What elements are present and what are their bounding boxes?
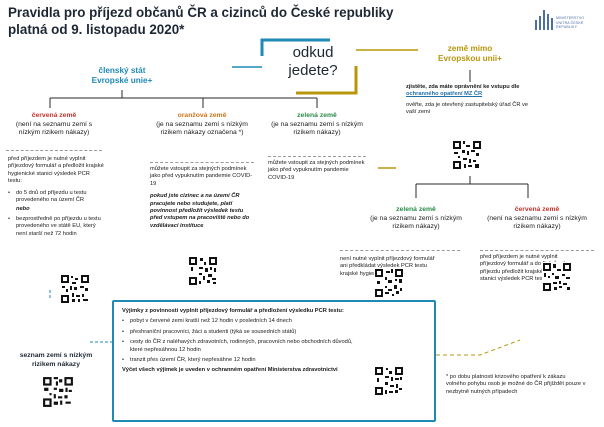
eu-red-divider bbox=[6, 150, 102, 151]
non-eu-green-section: zelená země (je na seznamu zemí s nízkým… bbox=[362, 206, 470, 232]
exception-item: tranzit přes území ČR, který nepřesáhne … bbox=[122, 357, 428, 365]
non-eu-green-divider bbox=[340, 250, 460, 251]
non-eu-green-category: zelená země (je na seznamu zemí s nízkým… bbox=[362, 206, 470, 232]
non-eu-red-qr-code-icon[interactable] bbox=[542, 262, 572, 292]
exception-item: přeshraniční pracovníci, žáci a studenti… bbox=[122, 329, 428, 337]
ministry-logo: MINISTERSTVO VNITRA ČESKÉ REPUBLIKY bbox=[534, 6, 598, 36]
origin-question: odkud jedete? bbox=[268, 44, 358, 88]
low-risk-list-line-2: rizikem nákazy bbox=[32, 360, 80, 368]
low-risk-list-line-1: seznam zemí s nízkým bbox=[19, 352, 93, 359]
non-eu-header-line-2: Evropskou unii+ bbox=[438, 54, 502, 63]
non-eu-red-title: červená země bbox=[514, 206, 560, 213]
eu-red-or: nebo bbox=[16, 206, 30, 213]
page-title: Pravidla pro příjezd občanů ČR a cizinců… bbox=[8, 4, 438, 38]
eu-red-category: červená země (není na seznamu zemí s níz… bbox=[6, 112, 102, 138]
title-line-1: Pravidla pro příjezd občanů ČR a cizinců… bbox=[8, 5, 394, 20]
non-eu-green-subtitle: (je na seznamu zemí s nízkým rizikem nák… bbox=[370, 214, 462, 231]
non-eu-green-qr-code-icon[interactable] bbox=[374, 268, 404, 298]
non-eu-red-subtitle: (není na seznamu zemí s nízkým rizikem n… bbox=[487, 214, 587, 231]
non-eu-red-rules: před příjezdem je nutné vyplnit příjezdo… bbox=[480, 254, 582, 284]
non-eu-qr-code-icon[interactable] bbox=[452, 140, 482, 170]
eu-green-subtitle: (je na seznamu zemí s nízkým rizikem nák… bbox=[271, 120, 363, 137]
protective-measure-link[interactable]: ochranného opatření MZ ČR bbox=[406, 91, 483, 98]
eu-red-options-2: bezprostředně po příjezdu u testu proved… bbox=[8, 216, 104, 238]
eu-red-intro: před příjezdem je nutné vyplnit příjezdo… bbox=[8, 156, 104, 185]
eu-green-rules: můžete vstoupit za stejných podmínek jak… bbox=[268, 160, 366, 182]
eu-red-subtitle: (není na seznamu zemí s nízkým rizikem n… bbox=[15, 120, 93, 137]
exceptions-footer: Výčet všech výjimek je uveden v ochranné… bbox=[122, 367, 338, 374]
logo-bars-icon bbox=[535, 10, 553, 30]
exception-item: cesty do ČR z naléhavých zdravotních, ro… bbox=[122, 339, 358, 354]
non-eu-green-rules: není nutné vyplnit příjezdový formulář a… bbox=[340, 256, 440, 278]
eu-red-title: červená země bbox=[31, 112, 77, 119]
title-line-2: platná od 9. listopadu 2020* bbox=[8, 22, 185, 37]
eu-orange-country-section: oranžová země (je na seznamu zemí s nízk… bbox=[146, 112, 258, 138]
question-line-1: odkud bbox=[292, 44, 334, 61]
eu-green-text: můžete vstoupit za stejných podmínek jak… bbox=[268, 160, 365, 181]
eu-green-country-section: zelená země (je na seznamu zemí s nízkým… bbox=[270, 112, 364, 138]
non-eu-red-text: před příjezdem je nutné vyplnit příjezdo… bbox=[480, 254, 572, 283]
eu-green-divider bbox=[268, 156, 366, 157]
eu-orange-title: oranžová země bbox=[177, 112, 227, 119]
eu-orange-category: oranžová země (je na seznamu zemí s nízk… bbox=[146, 112, 258, 138]
eu-red-options: do 5 dnů od příjezdu u testu provedeného… bbox=[8, 190, 104, 205]
non-eu-header: země mimo Evropskou unii+ bbox=[420, 44, 520, 64]
exceptions-title: Výjimky z povinnosti vyplnit příjezdový … bbox=[122, 308, 344, 314]
non-eu-green-title: zelená země bbox=[396, 206, 436, 213]
non-eu-red-section: červená země (není na seznamu zemí s níz… bbox=[476, 206, 598, 232]
eu-header-line-1: členský stát bbox=[98, 66, 146, 75]
low-risk-list-qr-code-icon[interactable] bbox=[42, 376, 74, 408]
eu-green-title: zelená země bbox=[297, 112, 337, 119]
footnote: * po dobu platnosti krizového opatření k… bbox=[446, 374, 586, 395]
eu-red-option-1: do 5 dnů od příjezdu u testu provedeného… bbox=[8, 190, 104, 205]
non-eu-red-divider bbox=[480, 250, 594, 251]
eu-orange-rules: můžete vstoupit za stejných podmínek jak… bbox=[150, 166, 254, 230]
eu-red-rules: před příjezdem je nutné vyplnit příjezdo… bbox=[8, 156, 104, 238]
eu-header: členský stát Evropské unie+ bbox=[70, 66, 174, 86]
exceptions-content: Výjimky z povinnosti vyplnit příjezdový … bbox=[122, 308, 428, 375]
eu-red-option-2: bezprostředně po příjezdu u testu proved… bbox=[8, 216, 104, 238]
eu-orange-divider bbox=[150, 162, 254, 163]
non-eu-check-embassy: ověřte, zda je otevřený zastupitelský úř… bbox=[406, 101, 529, 116]
eu-red-country-section: červená země (není na seznamu zemí s níz… bbox=[6, 112, 102, 138]
question-line-2: jedete? bbox=[288, 62, 338, 79]
eu-orange-text: můžete vstoupit za stejných podmínek jak… bbox=[150, 166, 253, 187]
non-eu-check-permission: zjistěte, zda máte oprávnění ke vstupu d… bbox=[406, 84, 520, 98]
eu-orange-note: pokud jste cizinec a na území ČR pracuje… bbox=[150, 193, 250, 229]
exceptions-box: Výjimky z povinnosti vyplnit příjezdový … bbox=[112, 300, 436, 422]
non-eu-green-text: není nutné vyplnit příjezdový formulář a… bbox=[340, 256, 435, 277]
non-eu-red-category: červená země (není na seznamu zemí s níz… bbox=[476, 206, 598, 232]
eu-orange-subtitle: (je na seznamu zemí s nízkým rizikem nák… bbox=[156, 120, 248, 137]
non-eu-check: zjistěte, zda máte oprávnění ke vstupu d… bbox=[406, 84, 534, 117]
exceptions-list: pobyt v červené zemi kratší než 12 hodin… bbox=[122, 318, 428, 364]
exception-item: pobyt v červené zemi kratší než 12 hodin… bbox=[122, 318, 428, 326]
logo-text: MINISTERSTVO VNITRA ČESKÉ REPUBLIKY bbox=[556, 16, 585, 29]
non-eu-header-line-1: země mimo bbox=[447, 44, 493, 53]
low-risk-list-label: seznam zemí s nízkým rizikem nákazy bbox=[6, 352, 106, 369]
exceptions-qr-code-icon[interactable] bbox=[374, 366, 404, 396]
eu-red-qr-code-icon[interactable] bbox=[60, 274, 90, 304]
eu-orange-qr-code-icon[interactable] bbox=[188, 256, 218, 286]
eu-header-line-2: Evropské unie+ bbox=[91, 76, 153, 85]
eu-green-category: zelená země (je na seznamu zemí s nízkým… bbox=[270, 112, 364, 138]
